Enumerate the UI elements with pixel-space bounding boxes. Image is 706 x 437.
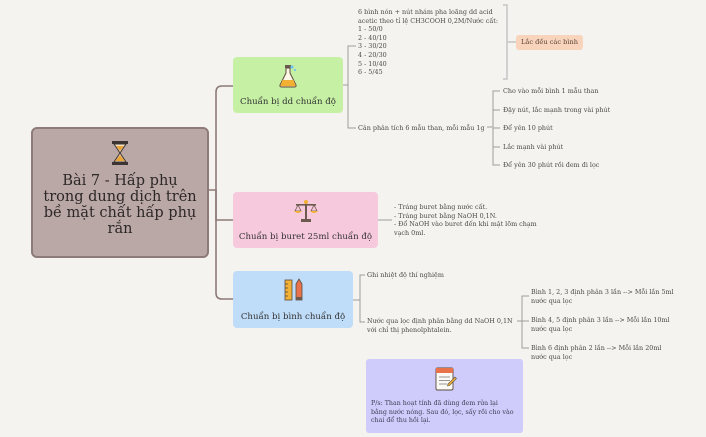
root-title: Bài 7 - Hấp phụ trong dung dịch trên bề … (43, 173, 197, 237)
flask-icon (277, 64, 299, 92)
note-text: P/s: Than hoạt tính đã dùng đem rửa lại … (371, 400, 514, 425)
root-topic[interactable]: Bài 7 - Hấp phụ trong dung dịch trên bề … (31, 127, 209, 258)
dilution-list[interactable]: 6 bình nón + nút nhám pha loãng dd acid … (358, 8, 498, 77)
branch-prepare-titrant[interactable]: Chuẩn bị dd chuẩn độ (233, 57, 343, 113)
scale-icon (293, 199, 319, 227)
titration-detail[interactable]: Bình 4, 5 định phân 3 lần --> Mỗi lần 10… (531, 316, 670, 333)
tools-icon (282, 278, 304, 306)
step-item[interactable]: Cho vào mỗi bình 1 mẫu than (503, 87, 599, 95)
branch-prepare-titration-flask[interactable]: Chuẩn bị bình chuẩn độ (233, 271, 353, 328)
titration-detail[interactable]: Bình 1, 2, 3 định phân 3 lần --> Mỗi lần… (531, 288, 674, 305)
titration-item[interactable]: Nước qua lọc định phân bằng dd NaOH 0,1N… (367, 317, 513, 334)
weigh-carbon-item[interactable]: Cân phân tích 6 mẫu than, mỗi mẫu 1g (358, 124, 485, 132)
titration-detail[interactable]: Bình 6 định phân 2 lần --> Mỗi lần 20ml … (531, 344, 662, 361)
branch-label: Chuẩn bị dd chuẩn độ (240, 97, 336, 107)
summary-shake-flasks[interactable]: Lắc đều các bình (516, 35, 583, 50)
notepad-icon (433, 366, 457, 396)
branch-label: Chuẩn bị bình chuẩn độ (240, 312, 346, 322)
step-item[interactable]: Để yên 10 phút (503, 124, 553, 132)
hourglass-icon (110, 140, 130, 170)
record-temperature-item[interactable]: Ghi nhiệt độ thí nghiệm (367, 271, 444, 279)
step-item[interactable]: Lắc mạnh vài phút (503, 143, 564, 151)
step-item[interactable]: Đậy nút, lắc mạnh trong vài phút (503, 106, 611, 114)
note-card[interactable]: P/s: Than hoạt tính đã dùng đem rửa lại … (366, 359, 523, 433)
branch-prepare-buret[interactable]: Chuẩn bị buret 25ml chuẩn độ (233, 192, 378, 248)
buret-steps[interactable]: - Tráng buret bằng nước cất. - Tráng bur… (394, 203, 537, 237)
step-item[interactable]: Để yên 30 phút rồi đem đi lọc (503, 161, 600, 169)
branch-label: Chuẩn bị buret 25ml chuẩn độ (238, 232, 373, 242)
